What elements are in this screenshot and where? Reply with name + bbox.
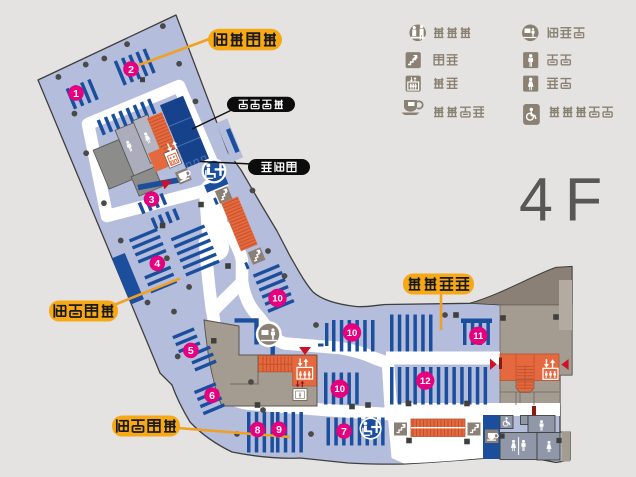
svg-text:1: 1	[73, 88, 79, 100]
svg-text:12: 12	[420, 376, 431, 387]
svg-text:7: 7	[341, 426, 347, 438]
svg-text:10: 10	[272, 293, 283, 304]
svg-text:9: 9	[276, 424, 282, 436]
svg-text:10: 10	[347, 328, 358, 339]
svg-text:2: 2	[128, 64, 134, 76]
svg-text:5: 5	[188, 345, 194, 357]
svg-text:4: 4	[154, 258, 160, 270]
svg-text:4F: 4F	[519, 166, 614, 234]
svg-text:11: 11	[473, 331, 484, 342]
svg-text:8: 8	[255, 424, 261, 436]
svg-text:3: 3	[149, 194, 155, 206]
svg-text:10: 10	[334, 384, 345, 395]
svg-text:6: 6	[209, 390, 215, 402]
